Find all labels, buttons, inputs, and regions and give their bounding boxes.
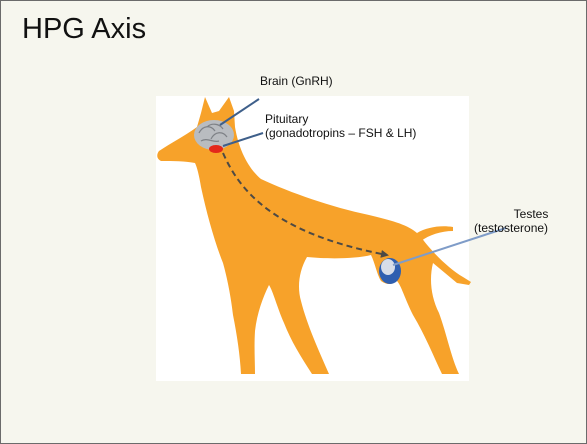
pituitary-hormones-label: (gonadotropins – FSH & LH)	[265, 126, 416, 140]
brain-label: Brain (GnRH)	[260, 74, 333, 88]
pituitary-icon	[209, 145, 223, 153]
pituitary-label: Pituitary	[265, 112, 308, 126]
testes-label: Testes	[501, 207, 561, 221]
testes-icon	[379, 258, 401, 284]
testes-hormone-label: (testosterone)	[474, 221, 548, 235]
